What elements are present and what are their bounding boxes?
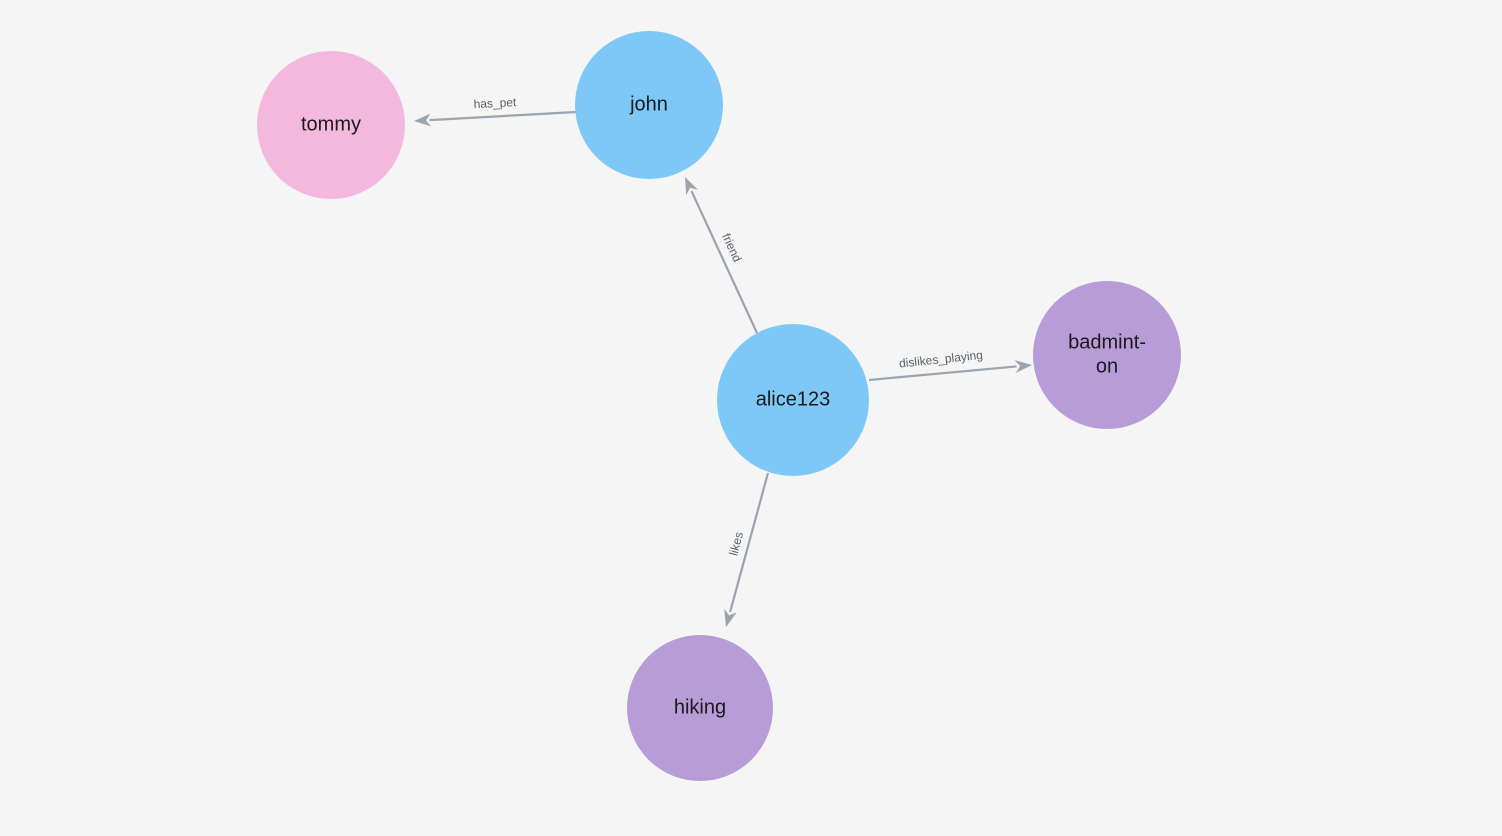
node-circle[interactable] [575, 31, 723, 179]
graph-node-badminton[interactable]: badmint-on [1033, 281, 1181, 429]
edge-line [729, 472, 770, 613]
edge-line [868, 365, 1017, 382]
edge-arrow-icon [724, 608, 737, 627]
edge-arrow-icon [685, 177, 699, 196]
edge-line [690, 190, 758, 334]
edge-arrow-icon [1014, 360, 1032, 374]
node-circle[interactable] [627, 635, 773, 781]
graph-node-alice123[interactable]: alice123 [717, 324, 869, 476]
graph-node-tommy[interactable]: tommy [257, 51, 405, 199]
edge-arrow-icon [414, 113, 432, 127]
node-circle[interactable] [1033, 281, 1181, 429]
graph-node-hiking[interactable]: hiking [627, 635, 773, 781]
node-circle[interactable] [717, 324, 869, 476]
nodes-layer: tommy john alice123 badmint-on hiking [257, 31, 1181, 781]
node-circle[interactable] [257, 51, 405, 199]
graph-node-john[interactable]: john [575, 31, 723, 179]
edge-line [429, 110, 577, 122]
